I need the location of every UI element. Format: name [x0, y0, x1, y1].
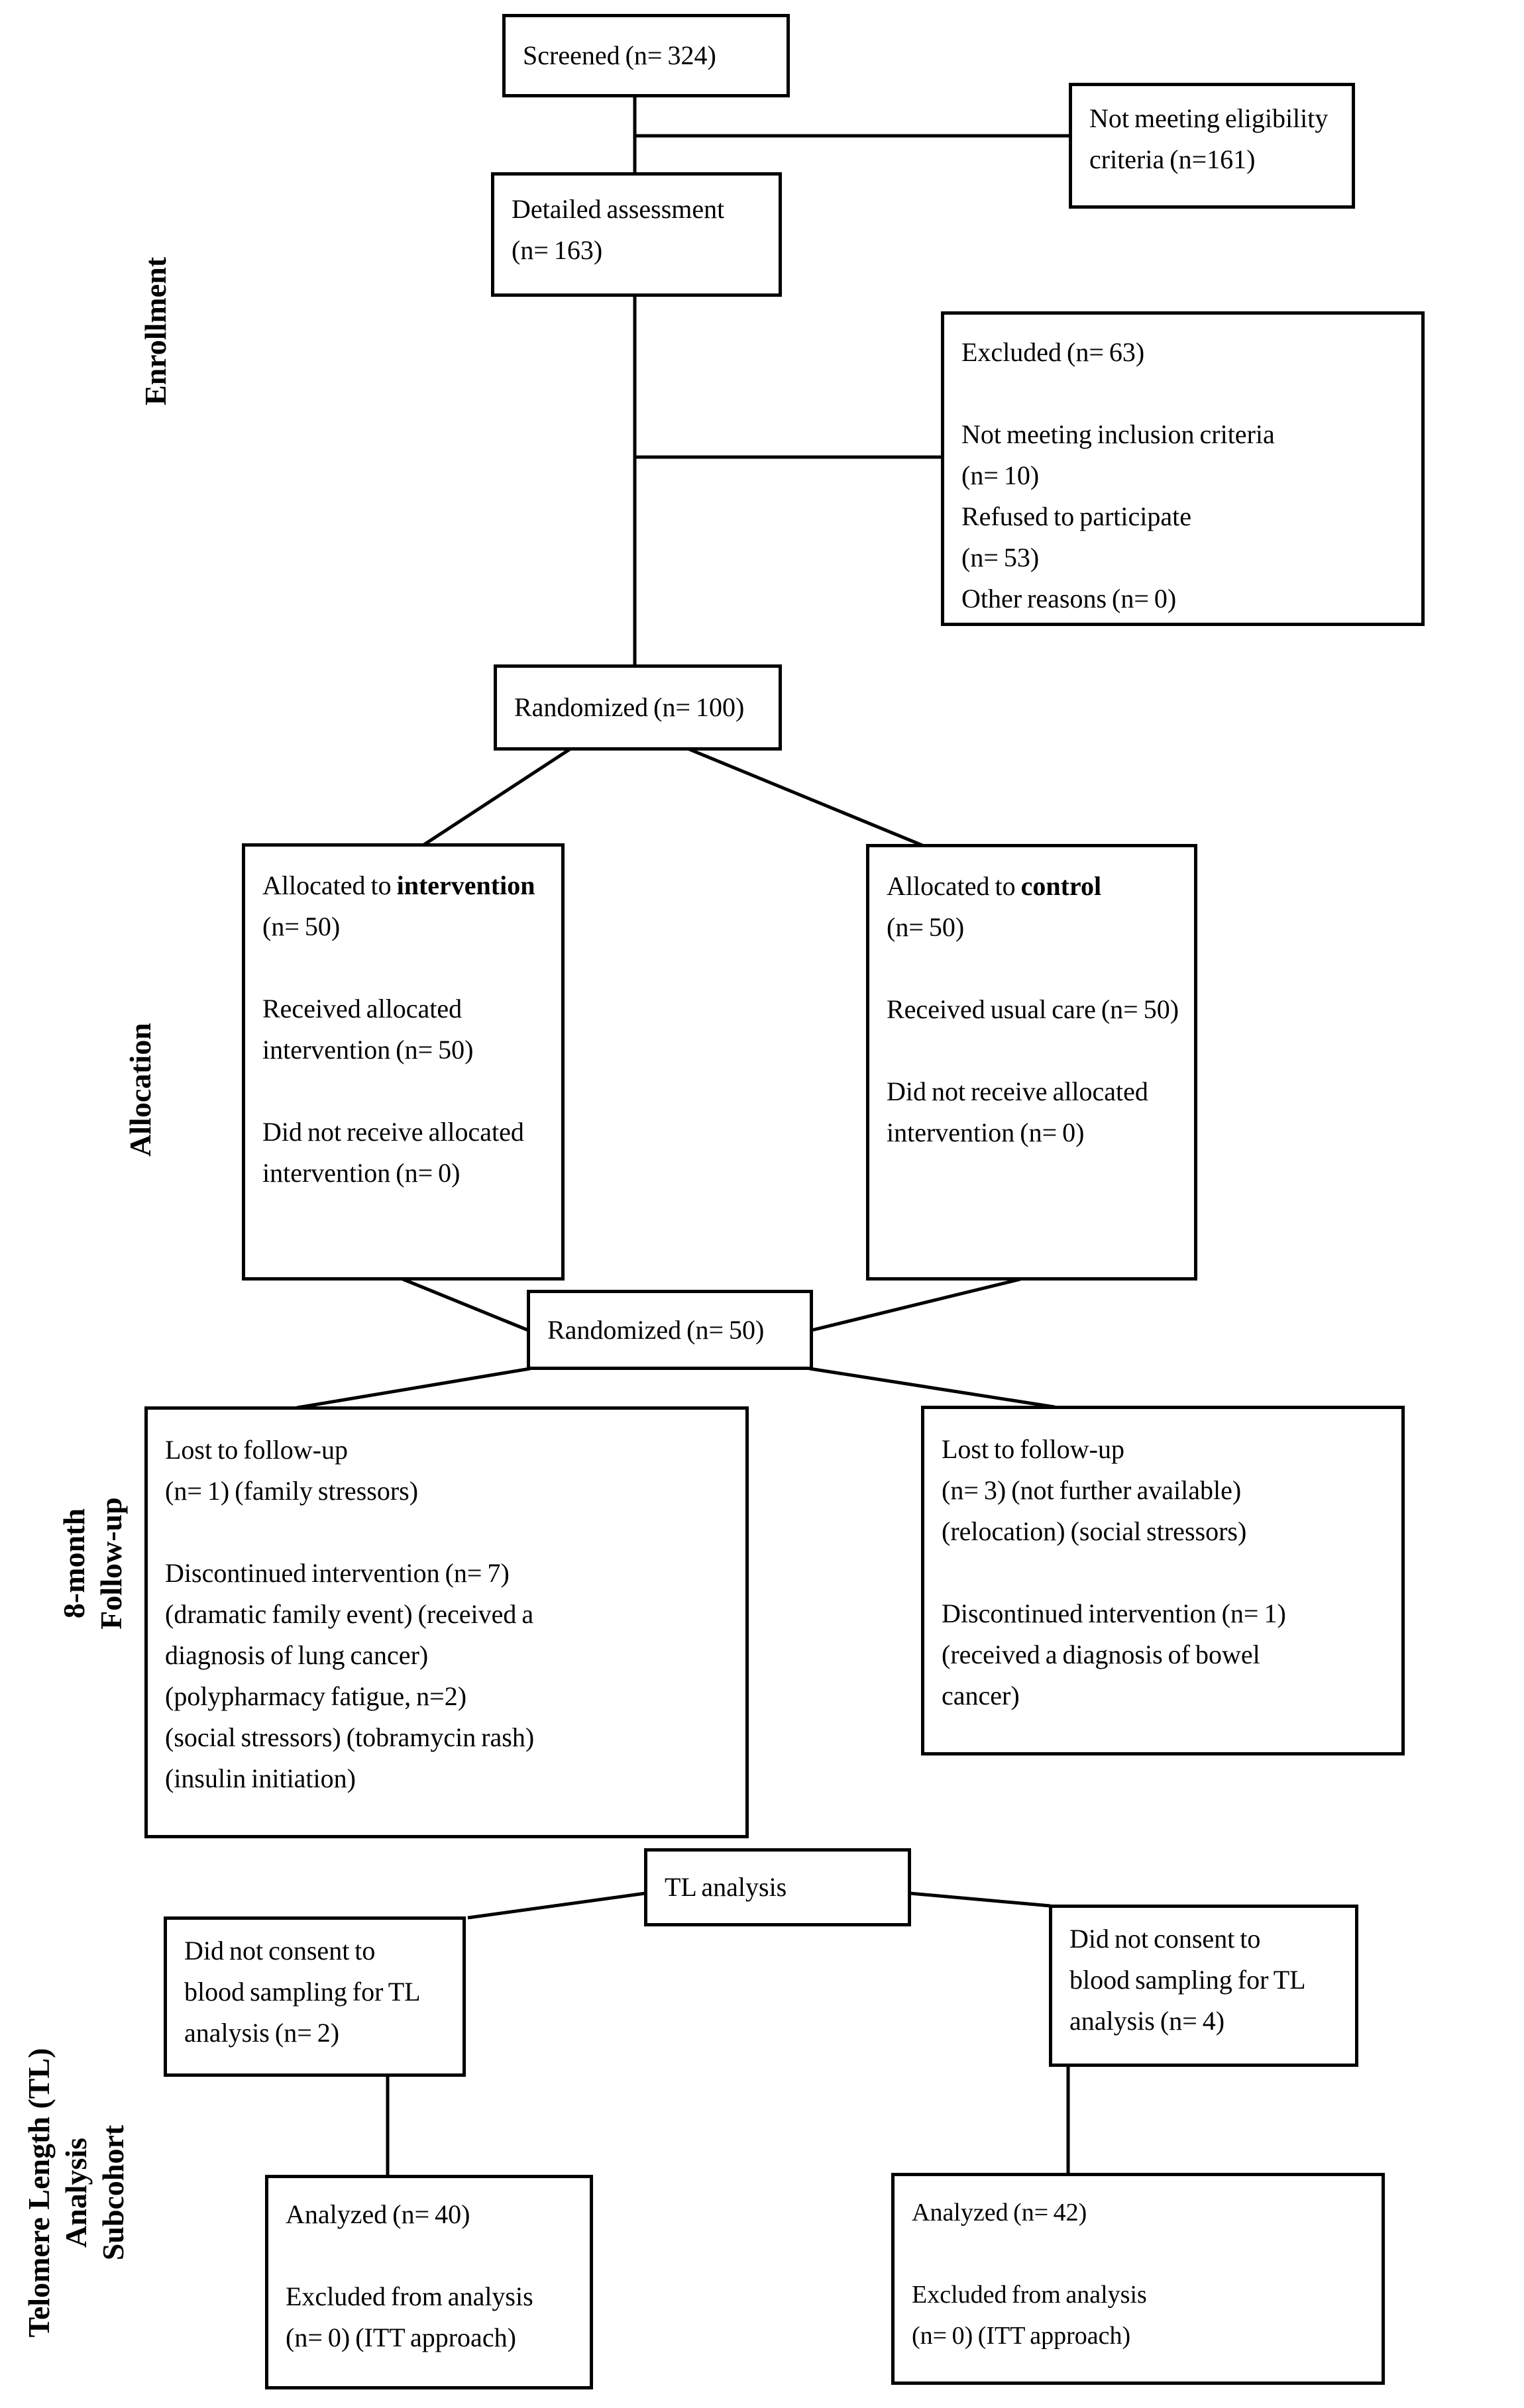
stage-label-followup: 8-month Follow-up: [57, 1497, 128, 1630]
connector-randomized100-to-control: [688, 747, 923, 847]
allocated-intervention-text: Allocated to intervention (n= 50) Receiv…: [245, 847, 561, 1194]
followup-intervention-box: Lost to follow-up (n= 1) (family stresso…: [144, 1406, 749, 1838]
stage-label-enrollment: Enrollment: [138, 256, 172, 406]
tl-analysis-text: TL analysis: [665, 1872, 787, 1902]
allocated-control-bold: control: [1020, 871, 1102, 901]
no-consent-intervention-box: Did not consent to blood sampling for TL…: [164, 1916, 466, 2077]
followup-control-box: Lost to follow-up (n= 3) (not further av…: [921, 1406, 1405, 1755]
not-eligible-box: Not meeting eligibility criteria (n=161): [1069, 83, 1355, 209]
tl-analysis-box: TL analysis: [644, 1848, 911, 1926]
connector-tl-to-consent-left: [467, 1891, 646, 1920]
followup-intervention-text: Lost to follow-up (n= 1) (family stresso…: [165, 1435, 535, 1793]
screened-text: Screened (n= 324): [523, 40, 716, 70]
detailed-assessment-box: Detailed assessment (n= 163): [491, 172, 782, 297]
allocated-control-box: Allocated to control (n= 50) Received us…: [866, 844, 1197, 1281]
allocated-intervention-lead: Allocated to: [262, 870, 397, 900]
analyzed-intervention-text: Analyzed (n= 40) Excluded from analysis …: [286, 2199, 533, 2352]
analyzed-control-box: Analyzed (n= 42) Excluded from analysis …: [891, 2173, 1385, 2385]
randomized-100-text: Randomized (n= 100): [514, 692, 745, 722]
allocated-intervention-box: Allocated to intervention (n= 50) Receiv…: [242, 843, 565, 1281]
no-consent-intervention-text: Did not consent to blood sampling for TL…: [184, 1936, 421, 2048]
connector-randomized100-to-intervention: [423, 747, 571, 847]
allocated-control-text: Allocated to control (n= 50) Received us…: [869, 847, 1194, 1153]
allocated-intervention-bold: intervention: [396, 870, 535, 900]
no-consent-control-box: Did not consent to blood sampling for TL…: [1049, 1905, 1358, 2067]
randomized-50-box: Randomized (n= 50): [527, 1290, 813, 1370]
connector-randomized50-to-followup-left: [296, 1367, 531, 1410]
no-consent-control-text: Did not consent to blood sampling for TL…: [1069, 1924, 1306, 2036]
not-eligible-text: Not meeting eligibility criteria (n=161): [1089, 103, 1329, 174]
analyzed-control-text: Analyzed (n= 42) Excluded from analysis …: [912, 2199, 1147, 2350]
allocated-control-lead: Allocated to: [887, 871, 1021, 901]
connector-tl-to-consent-right: [909, 1891, 1051, 1908]
followup-control-text: Lost to follow-up (n= 3) (not further av…: [942, 1434, 1286, 1710]
screened-box: Screened (n= 324): [502, 14, 790, 97]
connector-randomized50-to-followup-right: [809, 1367, 1056, 1409]
excluded-text: Excluded (n= 63) Not meeting inclusion c…: [961, 337, 1275, 613]
randomized-50-text: Randomized (n= 50): [547, 1314, 765, 1345]
excluded-box: Excluded (n= 63) Not meeting inclusion c…: [941, 311, 1425, 626]
allocated-control-body: (n= 50) Received usual care (n= 50) Did …: [887, 912, 1179, 1147]
randomized-100-box: Randomized (n= 100): [494, 664, 782, 751]
stage-label-tl-subcohort: Telomere Length (TL) Analysis Subcohort: [22, 2048, 130, 2338]
connector-intervention-to-randomized50: [402, 1277, 529, 1332]
detailed-assessment-text: Detailed assessment (n= 163): [512, 194, 725, 265]
stage-label-allocation: Allocation: [123, 1023, 157, 1157]
connector-control-to-randomized50: [811, 1277, 1021, 1332]
allocated-intervention-body: (n= 50) Received allocated intervention …: [262, 912, 524, 1188]
analyzed-intervention-box: Analyzed (n= 40) Excluded from analysis …: [265, 2175, 593, 2389]
